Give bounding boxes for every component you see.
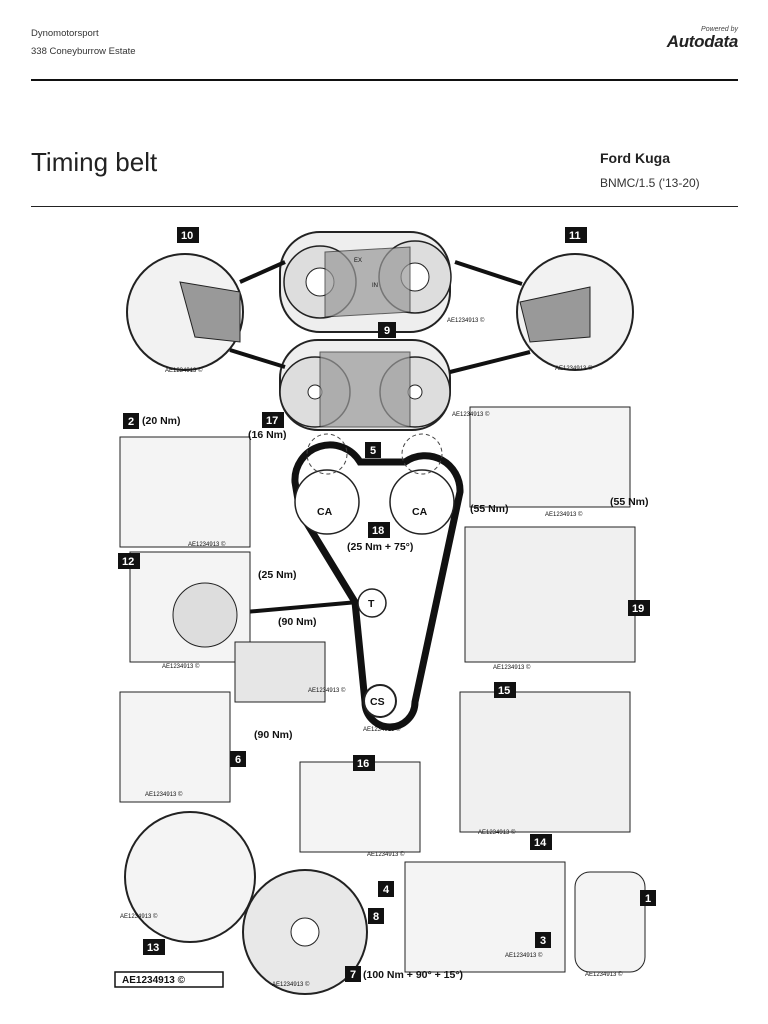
ref-code-3: AE1234913 © <box>555 365 593 372</box>
brand-logo: Powered by Autodata <box>666 26 739 52</box>
callout-11: 11 <box>565 227 587 243</box>
callout-19: 19 <box>628 600 650 616</box>
svg-text:11: 11 <box>569 230 581 242</box>
svg-text:15: 15 <box>498 685 510 697</box>
ref-code-11: AE1234913 © <box>145 791 183 798</box>
callout-1: 1 <box>640 890 656 906</box>
cylinder-head-view-2 <box>459 691 631 833</box>
torque-90nm-lower: (90 Nm) <box>254 729 293 741</box>
component-sketch-bracket <box>469 406 631 508</box>
powered-by-text: Powered by <box>701 26 738 33</box>
svg-text:18: 18 <box>372 525 384 537</box>
callout-10: 10 <box>177 227 199 243</box>
svg-text:7: 7 <box>350 969 356 981</box>
ref-code-15: AE1234913 © <box>505 952 543 959</box>
ref-code-6: AE1234913 © <box>545 511 583 518</box>
callout-3: 3 <box>535 932 551 948</box>
svg-text:8: 8 <box>373 911 379 923</box>
header-divider <box>31 79 738 81</box>
engine-mount <box>234 641 326 703</box>
callout-8: 8 <box>368 908 384 924</box>
label-tensioner: T <box>368 598 375 610</box>
company-name: Dynomotorsport <box>31 28 99 39</box>
timing-belt-run <box>244 433 464 731</box>
brand-name: Autodata <box>666 32 739 51</box>
svg-text:17: 17 <box>266 415 278 427</box>
torque-55nm-left: (55 Nm) <box>470 503 509 515</box>
vehicle-model: Ford Kuga <box>600 150 670 166</box>
torque-crank-bolt: (100 Nm + 90° + 15°) <box>363 969 463 981</box>
label-crank: CS <box>370 696 385 708</box>
svg-text:16: 16 <box>357 758 369 770</box>
detail-view-10 <box>126 253 244 371</box>
callout-9: 9 <box>378 322 396 338</box>
ref-code-4: AE1234913 © <box>452 411 490 418</box>
callout-18: 18 <box>368 522 390 538</box>
torque-25nm-75deg: (25 Nm + 75°) <box>347 541 413 553</box>
callout-6: 6 <box>230 751 246 767</box>
torque-25nm: (25 Nm) <box>258 569 297 581</box>
torque-55nm-right: (55 Nm) <box>610 496 649 508</box>
svg-text:5: 5 <box>370 445 376 457</box>
ref-code-10: AE1234913 © <box>363 726 401 733</box>
svg-text:13: 13 <box>147 942 159 954</box>
torque-20nm: (20 Nm) <box>142 415 181 427</box>
ref-code-14: AE1234913 © <box>120 913 158 920</box>
svg-text:4: 4 <box>383 884 390 896</box>
label-ca-right: CA <box>412 506 428 518</box>
page-title: Timing belt <box>31 147 158 177</box>
svg-text:2: 2 <box>128 416 134 428</box>
ref-code-5: AE1234913 © <box>188 541 226 548</box>
component-sketch-1 <box>574 871 646 973</box>
callout-4: 4 <box>378 881 394 897</box>
ref-code-7: AE1234913 © <box>162 663 200 670</box>
callout-2: 2 <box>123 413 139 429</box>
ref-code-17: AE1234913 © <box>272 981 310 988</box>
svg-text:12: 12 <box>122 556 134 568</box>
svg-text:6: 6 <box>235 754 241 766</box>
callout-5: 5 <box>365 442 381 458</box>
detail-view-13 <box>124 811 256 943</box>
camshaft-gears-lower <box>279 339 451 431</box>
ref-code-1: AE1234913 © <box>165 367 203 374</box>
ref-code-boxed: AE1234913 © <box>122 975 186 986</box>
callout-12: 12 <box>118 553 140 569</box>
callout-15: 15 <box>494 682 516 698</box>
callout-13: 13 <box>143 939 165 955</box>
ref-code-9: AE1234913 © <box>493 664 531 671</box>
ref-code-13: AE1234913 © <box>367 851 405 858</box>
ref-code-8: AE1234913 © <box>308 687 346 694</box>
svg-text:14: 14 <box>534 837 547 849</box>
component-sketch-2 <box>119 436 251 548</box>
component-sketch-16 <box>299 761 421 853</box>
ref-code-12: AE1234913 © <box>478 829 516 836</box>
component-sketch-6 <box>119 691 231 803</box>
callout-16: 16 <box>353 755 375 771</box>
callout-14: 14 <box>530 834 552 850</box>
component-sketch-4 <box>404 861 566 973</box>
diagram-svg: CA CA T CS 10 11 9 17 2 5 18 12 19 15 6 … <box>114 227 656 995</box>
callout-17: 17 <box>262 412 284 428</box>
svg-text:10: 10 <box>181 230 193 242</box>
torque-16nm: (16 Nm) <box>248 429 287 441</box>
svg-text:9: 9 <box>384 325 390 337</box>
svg-text:19: 19 <box>632 603 644 615</box>
torque-90nm-upper: (90 Nm) <box>278 616 317 628</box>
title-divider <box>31 206 738 207</box>
ref-code-box <box>114 971 224 988</box>
timing-belt-diagram: CA CA T CS 10 11 9 17 2 5 18 12 19 15 6 … <box>110 222 660 1000</box>
label-intake: IN <box>372 283 378 289</box>
svg-text:1: 1 <box>645 893 651 905</box>
engine-code: BNMC/1.5 ('13-20) <box>600 176 700 190</box>
camshaft-gears-upper <box>279 231 452 333</box>
label-ca-left: CA <box>317 506 333 518</box>
callout-7: 7 <box>345 966 361 982</box>
svg-text:3: 3 <box>540 935 546 947</box>
company-address: 338 Coneyburrow Estate <box>31 46 136 57</box>
ref-code-16: AE1234913 © <box>585 971 623 978</box>
label-exhaust: EX <box>354 258 362 264</box>
cylinder-head-view <box>464 526 636 663</box>
ref-code-2: AE1234913 © <box>447 317 485 324</box>
